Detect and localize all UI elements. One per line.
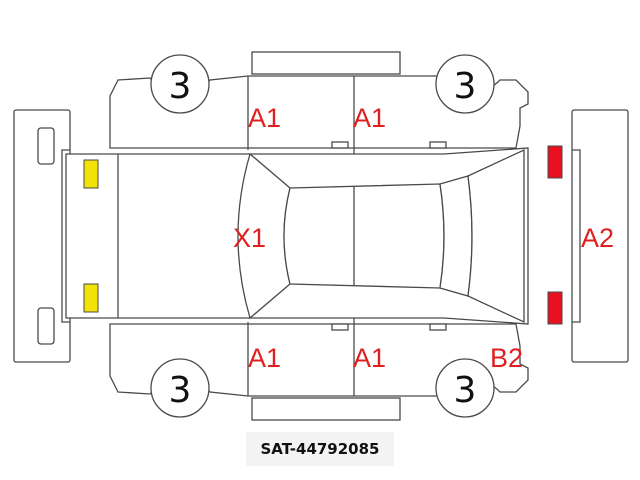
tire-condition-label: 3 [454, 66, 477, 107]
tire-rear-right: 3 [435, 358, 495, 418]
tire-rear-left: 3 [435, 54, 495, 114]
tire-condition-label: 3 [169, 66, 192, 107]
damage-mark-trunk: A2 [581, 223, 614, 253]
tire-condition-label: 3 [454, 370, 477, 411]
roof-edge-bottom [251, 397, 401, 421]
rear-light-right [547, 291, 563, 325]
rear-light-left [547, 145, 563, 179]
stock-code-box: SAT-44792085 [246, 432, 394, 466]
front-light-right [83, 283, 99, 313]
left-side-body [109, 75, 529, 188]
stock-code: SAT-44792085 [260, 440, 380, 458]
damage-mark-rear-right-corner: B2 [490, 343, 523, 373]
tire-condition-label: 3 [169, 370, 192, 411]
damage-mark-rear-right-door: A1 [353, 343, 386, 373]
tire-front-left: 3 [150, 54, 210, 114]
damage-mark-rear-left-door: A1 [353, 103, 386, 133]
damage-mark-windshield: X1 [233, 223, 266, 253]
rear-bumper [571, 109, 629, 363]
tire-front-right: 3 [150, 358, 210, 418]
front-light-left [83, 159, 99, 189]
right-side-body [109, 284, 529, 397]
damage-mark-front-right-door: A1 [248, 343, 281, 373]
damage-mark-front-left-door: A1 [248, 103, 281, 133]
car-top-view [65, 147, 529, 325]
roof-edge-top [251, 51, 401, 75]
front-bumper [13, 109, 71, 363]
